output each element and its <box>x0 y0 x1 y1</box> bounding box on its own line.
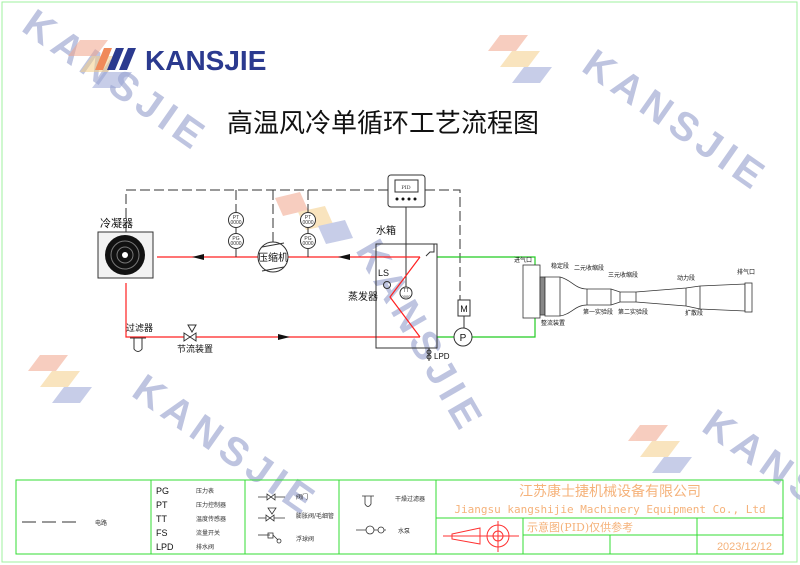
legend-circuit-label: 电路 <box>95 519 107 527</box>
tunnel-diffuser-label: 扩散段 <box>685 309 703 317</box>
compressor-label: 压缩机 <box>258 251 288 264</box>
drawing-date: 2023/12/12 <box>717 541 772 553</box>
legend-code: TT <box>156 514 167 524</box>
level-switch-label: LS <box>378 268 389 278</box>
water-lines <box>437 256 536 338</box>
watermark: KANSJIE <box>575 41 777 201</box>
condenser-label: 冷凝器 <box>100 216 133 230</box>
legend-desc: 压力表 <box>196 487 214 495</box>
company-name-en: Jiangsu kangshijie Machinery Equipment C… <box>454 503 765 516</box>
gauge-group-2: PT 0000 PG 0000 <box>300 212 316 257</box>
compressor: 压缩机 <box>257 241 289 273</box>
legend-code: FS <box>156 528 168 538</box>
dry-filter-icon <box>362 495 374 507</box>
legend-desc: 压力控制器 <box>196 501 226 509</box>
pid-controller: PID <box>387 174 426 208</box>
tunnel-contraction3-label: 三元收缩段 <box>608 271 638 279</box>
gauge-pg-label: PG <box>304 236 311 242</box>
gauge-digits: 0000 <box>230 241 241 247</box>
legend-float-valve-label: 浮球阀 <box>296 535 314 543</box>
pid-label: PID <box>401 185 410 191</box>
tunnel-straightener-label: 整流装置 <box>541 319 565 327</box>
legend-code: PT <box>156 500 168 510</box>
logo-text: KANSJIE <box>145 45 266 76</box>
legend-valve-label: 阀门 <box>296 493 308 501</box>
legend-pump-label: 水泵 <box>398 527 410 535</box>
tunnel-settling-label: 稳定段 <box>551 262 569 270</box>
legend-desc: 排水阀 <box>196 543 214 551</box>
filter-label: 过滤器 <box>126 322 153 334</box>
tunnel-test1-label: 第一实验段 <box>583 308 613 316</box>
tunnel-test2-label: 第二实验段 <box>618 308 648 316</box>
pump: M P <box>453 299 473 347</box>
temp-sensor-icon <box>399 286 413 300</box>
legend-dry-filter-label: 干燥过滤器 <box>395 495 425 503</box>
legend-table: 电路 PG PT TT FS LPD 压力表 压力控制器 温度传感器 流量开关 … <box>15 479 784 555</box>
projection-symbol-icon <box>443 521 519 552</box>
flow-arrows <box>192 254 350 340</box>
wind-tunnel-labels: 进气口 稳定段 二元收缩段 三元收缩段 动力段 排气口 整流装置 第一实验段 第… <box>514 256 755 327</box>
legend-code: PG <box>156 486 169 496</box>
expansion-valve-icon <box>267 507 277 515</box>
tunnel-power-label: 动力段 <box>677 274 695 282</box>
drain-label: LPD <box>434 352 450 361</box>
water-tank: 水箱 蒸发器 LS TT 0000 LPD <box>348 224 450 361</box>
legend-expansion-label: 膨胀阀/毛细管 <box>296 512 334 520</box>
gauge-digits: 0000 <box>302 220 313 226</box>
condenser: 冷凝器 <box>97 216 154 279</box>
float-valve-icon <box>425 244 435 257</box>
gauge-digits: 0000 <box>230 220 241 226</box>
motor-label: M <box>460 304 468 314</box>
drain-valve-icon <box>426 349 432 355</box>
watermark-text: KANSJIE <box>575 41 777 201</box>
legend-desc: 流量开关 <box>196 529 220 537</box>
gauge-digits: 0000 <box>402 294 412 299</box>
throttle: 节流装置 <box>177 324 213 355</box>
temp-sensor-label: TT <box>403 288 409 294</box>
pump-label: P <box>460 333 467 344</box>
watermark: KANSJIE <box>695 401 800 561</box>
legend-code: LPD <box>156 542 174 552</box>
gauge-group-1: PT 0000 PG 0000 <box>228 212 244 257</box>
gauge-pt-label: PT <box>233 215 239 221</box>
wind-tunnel <box>522 264 753 319</box>
drawing-note: 示意图(PID)仅供参考 <box>527 520 633 534</box>
tunnel-contraction2-label: 二元收缩段 <box>574 264 604 272</box>
throttle-label: 节流装置 <box>177 343 213 355</box>
gauge-digits: 0000 <box>302 241 313 247</box>
watermark-text: KANSJIE <box>695 401 800 561</box>
page-title: 高温风冷单循环工艺流程图 <box>227 109 539 139</box>
filter: 过滤器 <box>126 322 153 352</box>
evaporator-label: 蒸发器 <box>348 290 378 303</box>
control-circuit-lines <box>125 189 461 300</box>
level-switch-icon <box>383 281 391 289</box>
gauge-pg-label: PG <box>232 236 239 242</box>
gauge-pt-label: PT <box>305 215 311 221</box>
tunnel-inlet-label: 进气口 <box>514 256 532 264</box>
company-name-cn: 江苏康士捷机械设备有限公司 <box>519 483 701 500</box>
watermark-color-bars <box>28 35 692 473</box>
company-logo: KANSJIE <box>95 45 266 76</box>
water-tank-label: 水箱 <box>376 224 396 237</box>
flow-straightener-icon <box>539 276 546 316</box>
legend-desc: 温度传感器 <box>196 515 226 523</box>
tunnel-outlet-label: 排气口 <box>737 268 755 276</box>
